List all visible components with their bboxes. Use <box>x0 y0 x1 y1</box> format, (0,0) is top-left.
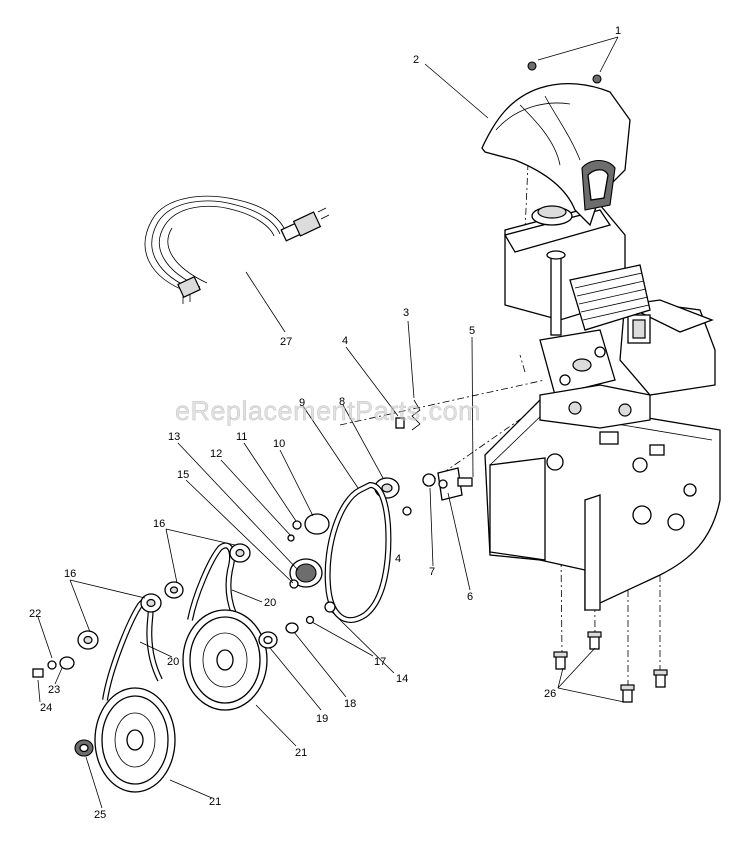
callout-24: 24 <box>40 702 52 714</box>
callout-5: 5 <box>469 325 475 337</box>
callout-27: 27 <box>280 336 292 348</box>
callout-26: 26 <box>544 688 556 700</box>
power-cord <box>144 195 330 304</box>
engine-shroud <box>481 61 631 227</box>
callout-3: 3 <box>403 307 409 319</box>
belt-9 <box>324 481 392 623</box>
callout-12: 12 <box>210 448 222 460</box>
callout-11: 11 <box>236 431 247 443</box>
leader-lines <box>37 36 625 809</box>
callout-20b: 20 <box>167 656 179 668</box>
callout-21b: 21 <box>209 796 221 808</box>
callout-19: 19 <box>316 713 328 725</box>
watermark-text: eReplacementParts.com <box>175 396 481 426</box>
callout-22: 22 <box>29 608 41 620</box>
callout-23: 23 <box>48 684 60 696</box>
drive-pulley-right <box>182 542 268 711</box>
drive-pulley-left <box>77 581 184 793</box>
callout-25: 25 <box>94 809 106 821</box>
callout-13: 13 <box>168 431 180 443</box>
callout-18: 18 <box>344 698 356 710</box>
callout-17: 17 <box>374 656 386 668</box>
frame-housing <box>484 384 721 612</box>
callout-8: 8 <box>339 396 345 408</box>
callout-7: 7 <box>429 566 435 578</box>
callout-16a: 16 <box>153 518 165 530</box>
callout-6: 6 <box>467 591 473 603</box>
callout-21a: 21 <box>295 747 307 759</box>
callout-15: 15 <box>177 469 189 481</box>
idler-pulleys <box>287 513 336 613</box>
callout-16b: 16 <box>64 568 76 580</box>
washers-and-nuts <box>32 615 315 757</box>
callout-labels: 1 2 3 4 4 5 6 7 8 9 10 11 12 13 14 15 16… <box>29 25 621 821</box>
callout-20a: 20 <box>264 597 276 609</box>
cylinder-fins <box>569 264 651 331</box>
callout-14: 14 <box>396 673 408 685</box>
callout-4a: 4 <box>342 335 348 347</box>
callout-1: 1 <box>615 25 621 37</box>
engine <box>504 204 716 396</box>
callout-4b: 4 <box>395 553 401 565</box>
callout-9: 9 <box>299 397 305 409</box>
callout-2: 2 <box>413 54 419 66</box>
callout-10: 10 <box>273 438 285 450</box>
frame-bolts <box>553 631 668 703</box>
